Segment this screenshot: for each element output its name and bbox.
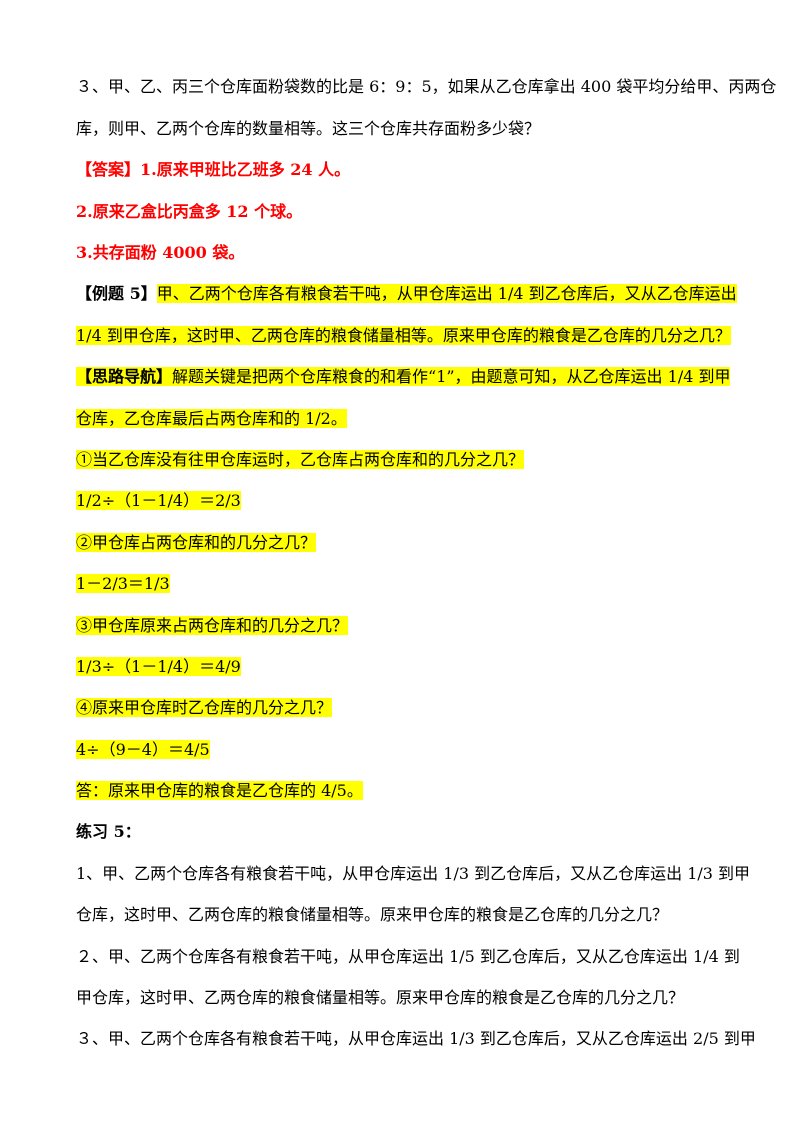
step-text: 1/3÷（1－1/4）＝4/9 xyxy=(76,657,241,676)
example5-line1: 【例题 5】甲、乙两个仓库各有粮食若干吨，从甲仓库运出 1/4 到乙仓库后，又从… xyxy=(76,283,737,305)
guide-line1: 【思路导航】解题关键是把两个仓库粮食的和看作“1”，由题意可知，从乙仓库运出 1… xyxy=(76,366,731,388)
step-9: 答：原来甲仓库的粮食是乙仓库的 4/5。 xyxy=(76,780,726,802)
step-8: 4÷（9－4）＝4/5 xyxy=(76,739,726,761)
practice-title: 练习 5： xyxy=(76,822,141,841)
guide-text1: 解题关键是把两个仓库粮食的和看作“1”，由题意可知，从乙仓库运出 1/4 到甲 xyxy=(172,367,731,386)
step-7: ④原来甲仓库时乙仓库的几分之几？ xyxy=(76,697,726,719)
practice3-line1: ３、甲、乙两个仓库各有粮食若干吨，从甲仓库运出 1/3 到乙仓库后，又从乙仓库运… xyxy=(76,1029,756,1048)
practice2-line1: ２、甲、乙两个仓库各有粮食若干吨，从甲仓库运出 1/5 到乙仓库后，又从乙仓库运… xyxy=(76,947,740,966)
problem3-line1: ３、甲、乙、丙三个仓库面粉袋数的比是 6：9：5，如果从乙仓库拿出 400 袋平… xyxy=(76,77,777,96)
answer-line1: 【答案】1.原来甲班比乙班多 24 人。 xyxy=(76,160,351,179)
step-6: 1/3÷（1－1/4）＝4/9 xyxy=(76,656,726,678)
step-text: ①当乙仓库没有往甲仓库运时，乙仓库占两仓库和的几分之几？ xyxy=(76,450,525,469)
guide-line2: 仓库，乙仓库最后占两仓库和的 1/2。 xyxy=(76,408,726,430)
step-text: 答：原来甲仓库的粮食是乙仓库的 4/5。 xyxy=(76,781,363,800)
guide-text2: 仓库，乙仓库最后占两仓库和的 1/2。 xyxy=(76,409,347,428)
guide-tag: 【思路导航】 xyxy=(76,367,173,386)
step-text: 1/2÷（1－1/4）＝2/3 xyxy=(76,491,241,510)
step-text: ④原来甲仓库时乙仓库的几分之几？ xyxy=(76,698,333,717)
step-text: 1－2/3＝1/3 xyxy=(76,574,170,593)
example5-tag: 【例题 5】 xyxy=(76,284,157,303)
step-3: ②甲仓库占两仓库和的几分之几？ xyxy=(76,532,726,554)
step-2: 1/2÷（1－1/4）＝2/3 xyxy=(76,490,726,512)
step-text: ③甲仓库原来占两仓库和的几分之几？ xyxy=(76,616,349,635)
answer-line2: 2.原来乙盒比丙盒多 12 个球。 xyxy=(76,202,303,221)
step-1: ①当乙仓库没有往甲仓库运时，乙仓库占两仓库和的几分之几？ xyxy=(76,449,726,471)
step-5: ③甲仓库原来占两仓库和的几分之几？ xyxy=(76,615,726,637)
step-text: ②甲仓库占两仓库和的几分之几？ xyxy=(76,533,317,552)
practice1-line2: 仓库，这时甲、乙两仓库的粮食储量相等。原来甲仓库的粮食是乙仓库的几分之几？ xyxy=(76,905,669,924)
example5-text2: 1/4 到甲仓库，这时甲、乙两仓库的粮食储量相等。原来甲仓库的粮食是乙仓库的几分… xyxy=(76,326,731,345)
practice1-line1: 1、甲、乙两个仓库各有粮食若干吨，从甲仓库运出 1/3 到乙仓库后，又从乙仓库运… xyxy=(76,864,751,883)
example5-text1: 甲、乙两个仓库各有粮食若干吨，从甲仓库运出 1/4 到乙仓库后，又从乙仓库运出 xyxy=(156,284,737,303)
step-4: 1－2/3＝1/3 xyxy=(76,573,726,595)
answer-line3: 3.共存面粉 4000 袋。 xyxy=(76,243,245,262)
practice2-line2: 甲仓库，这时甲、乙两仓库的粮食储量相等。原来甲仓库的粮食是乙仓库的几分之几？ xyxy=(76,988,685,1007)
example5-line2: 1/4 到甲仓库，这时甲、乙两仓库的粮食储量相等。原来甲仓库的粮食是乙仓库的几分… xyxy=(76,325,731,347)
problem3-line2: 库，则甲、乙两个仓库的数量相等。这三个仓库共存面粉多少袋？ xyxy=(76,119,541,138)
step-text: 4÷（9－4）＝4/5 xyxy=(76,740,210,759)
